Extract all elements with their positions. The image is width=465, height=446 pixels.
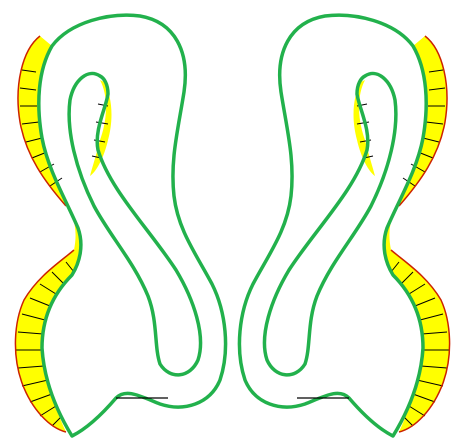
background — [0, 0, 465, 446]
figure-canvas — [0, 0, 465, 446]
twisted-bands-diagram — [0, 0, 465, 446]
